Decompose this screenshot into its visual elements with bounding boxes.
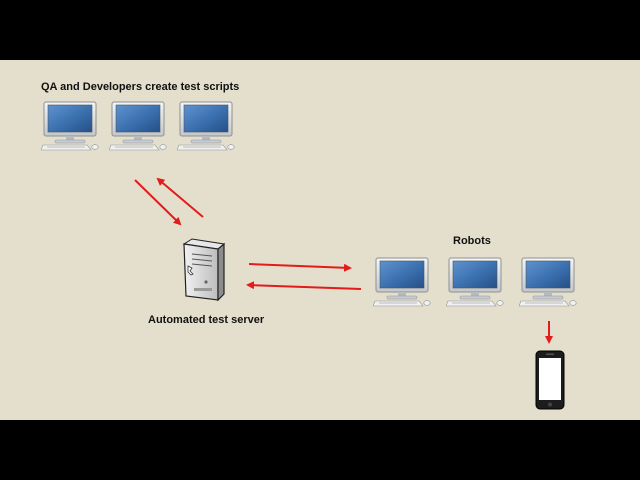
- smartphone-icon: [535, 350, 565, 410]
- label-server: Automated test server: [148, 314, 265, 326]
- arrow-server-to-robots: [248, 263, 352, 272]
- label-robots: Robots: [453, 235, 491, 247]
- server-tower-icon: [180, 238, 226, 302]
- arrow-robots-to-server: [246, 281, 362, 290]
- arrows-layer: [134, 177, 553, 344]
- slide-canvas: QA and Developers create test scripts Au…: [0, 60, 640, 420]
- arrow-server-to-developers: [156, 177, 204, 218]
- label-top: QA and Developers create test scripts: [41, 81, 240, 93]
- arrow-developers-to-server: [134, 179, 182, 226]
